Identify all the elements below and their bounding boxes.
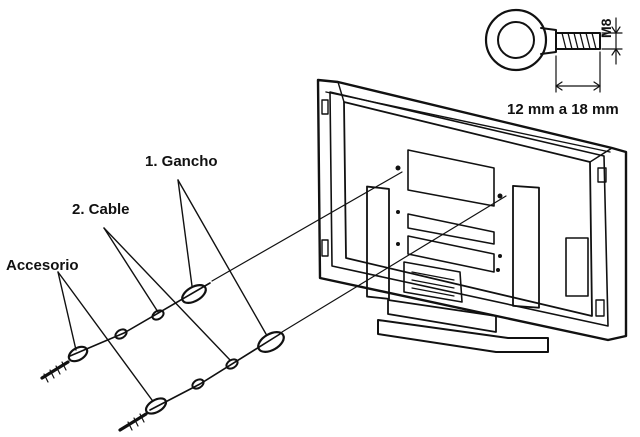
cable-callout-lower <box>103 227 231 361</box>
tv-stand-neck <box>387 299 497 333</box>
center-plate-top <box>407 149 495 207</box>
length-label: 12 mm a 18 mm <box>507 101 619 118</box>
lower-accessory-screw <box>118 412 148 432</box>
hook-callout-upper <box>177 179 193 287</box>
accessory-callout-lower <box>57 271 153 401</box>
center-plate-mid <box>407 213 495 245</box>
eye-bolt-thread <box>561 32 597 50</box>
accessory-callout-upper <box>57 271 77 351</box>
left-vent-panel <box>366 185 390 300</box>
center-plate-bottom <box>407 235 495 273</box>
right-vent-panel <box>512 184 540 309</box>
upper-accessory-ring <box>67 345 89 363</box>
upper-accessory-screw <box>40 360 70 380</box>
eye-bolt-detail: M8 12 mm a 18 mm <box>484 8 623 118</box>
lower-cable <box>149 333 281 411</box>
tv-back-panel <box>343 101 593 317</box>
eye-bolt-ring-inner <box>497 21 535 59</box>
terminal-box-ports <box>411 271 455 297</box>
upper-screw-thread <box>43 361 67 383</box>
upper-clamp <box>151 309 165 321</box>
tv-top-rim <box>325 81 613 163</box>
thread-dimension-lines <box>601 17 623 65</box>
corner-brackets <box>321 99 607 317</box>
tv-rear-view <box>316 78 628 353</box>
hook-label: 1. Gancho <box>145 153 218 170</box>
tv-outer-frame <box>316 78 628 342</box>
lower-hook <box>257 331 285 353</box>
eye-bolt-collar <box>540 27 557 55</box>
mount-holes <box>395 165 503 272</box>
upper-ferrule <box>114 328 128 340</box>
thread-size-label: M8 <box>598 18 614 38</box>
cable-label: 2. Cable <box>72 201 130 218</box>
callout-lines <box>57 179 267 401</box>
upper-hook <box>181 284 207 304</box>
upper-safety-cable-assembly <box>40 171 403 383</box>
lower-safety-cable-assembly <box>118 195 507 432</box>
terminal-box <box>403 261 463 303</box>
lower-screw-thread <box>127 413 145 431</box>
lower-ferrule <box>191 378 205 390</box>
cable-callout-upper <box>103 227 159 313</box>
tv-stand-base <box>377 319 549 353</box>
side-connector-panel <box>565 237 589 297</box>
upper-cable <box>69 282 211 357</box>
tv-inner-bezel <box>329 91 609 327</box>
lower-accessory-ring <box>144 397 168 415</box>
accessory-label: Accesorio <box>6 257 79 274</box>
eye-bolt-ring-outer <box>484 8 548 72</box>
length-dimension-lines <box>555 51 601 93</box>
upper-guide-line <box>211 171 403 282</box>
hook-callout-lower <box>177 179 267 335</box>
lower-guide-line <box>281 195 507 333</box>
